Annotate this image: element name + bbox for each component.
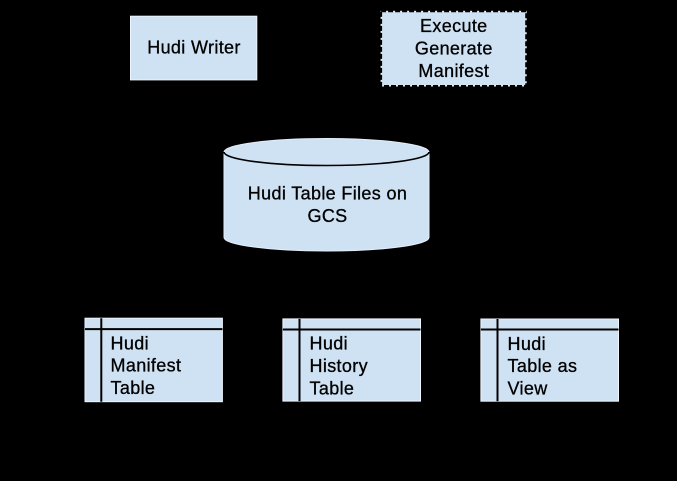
svg-text:Execute: Execute [420, 16, 488, 36]
svg-text:GCS: GCS [307, 206, 347, 226]
svg-text:Table: Table [111, 378, 156, 398]
svg-text:Manifest: Manifest [418, 61, 489, 81]
svg-text:Hudi: Hudi [111, 333, 149, 353]
svg-text:Hudi: Hudi [310, 334, 348, 354]
svg-text:Table as: Table as [508, 356, 578, 376]
svg-text:Manifest: Manifest [111, 356, 182, 376]
svg-text:View: View [508, 379, 549, 399]
svg-text:Hudi Writer: Hudi Writer [147, 38, 241, 58]
svg-text:Generate: Generate [415, 39, 493, 59]
svg-text:Hudi Table Files on: Hudi Table Files on [248, 184, 407, 204]
svg-text:Table: Table [310, 379, 355, 399]
svg-text:History: History [310, 356, 368, 376]
svg-text:Hudi: Hudi [508, 334, 546, 354]
